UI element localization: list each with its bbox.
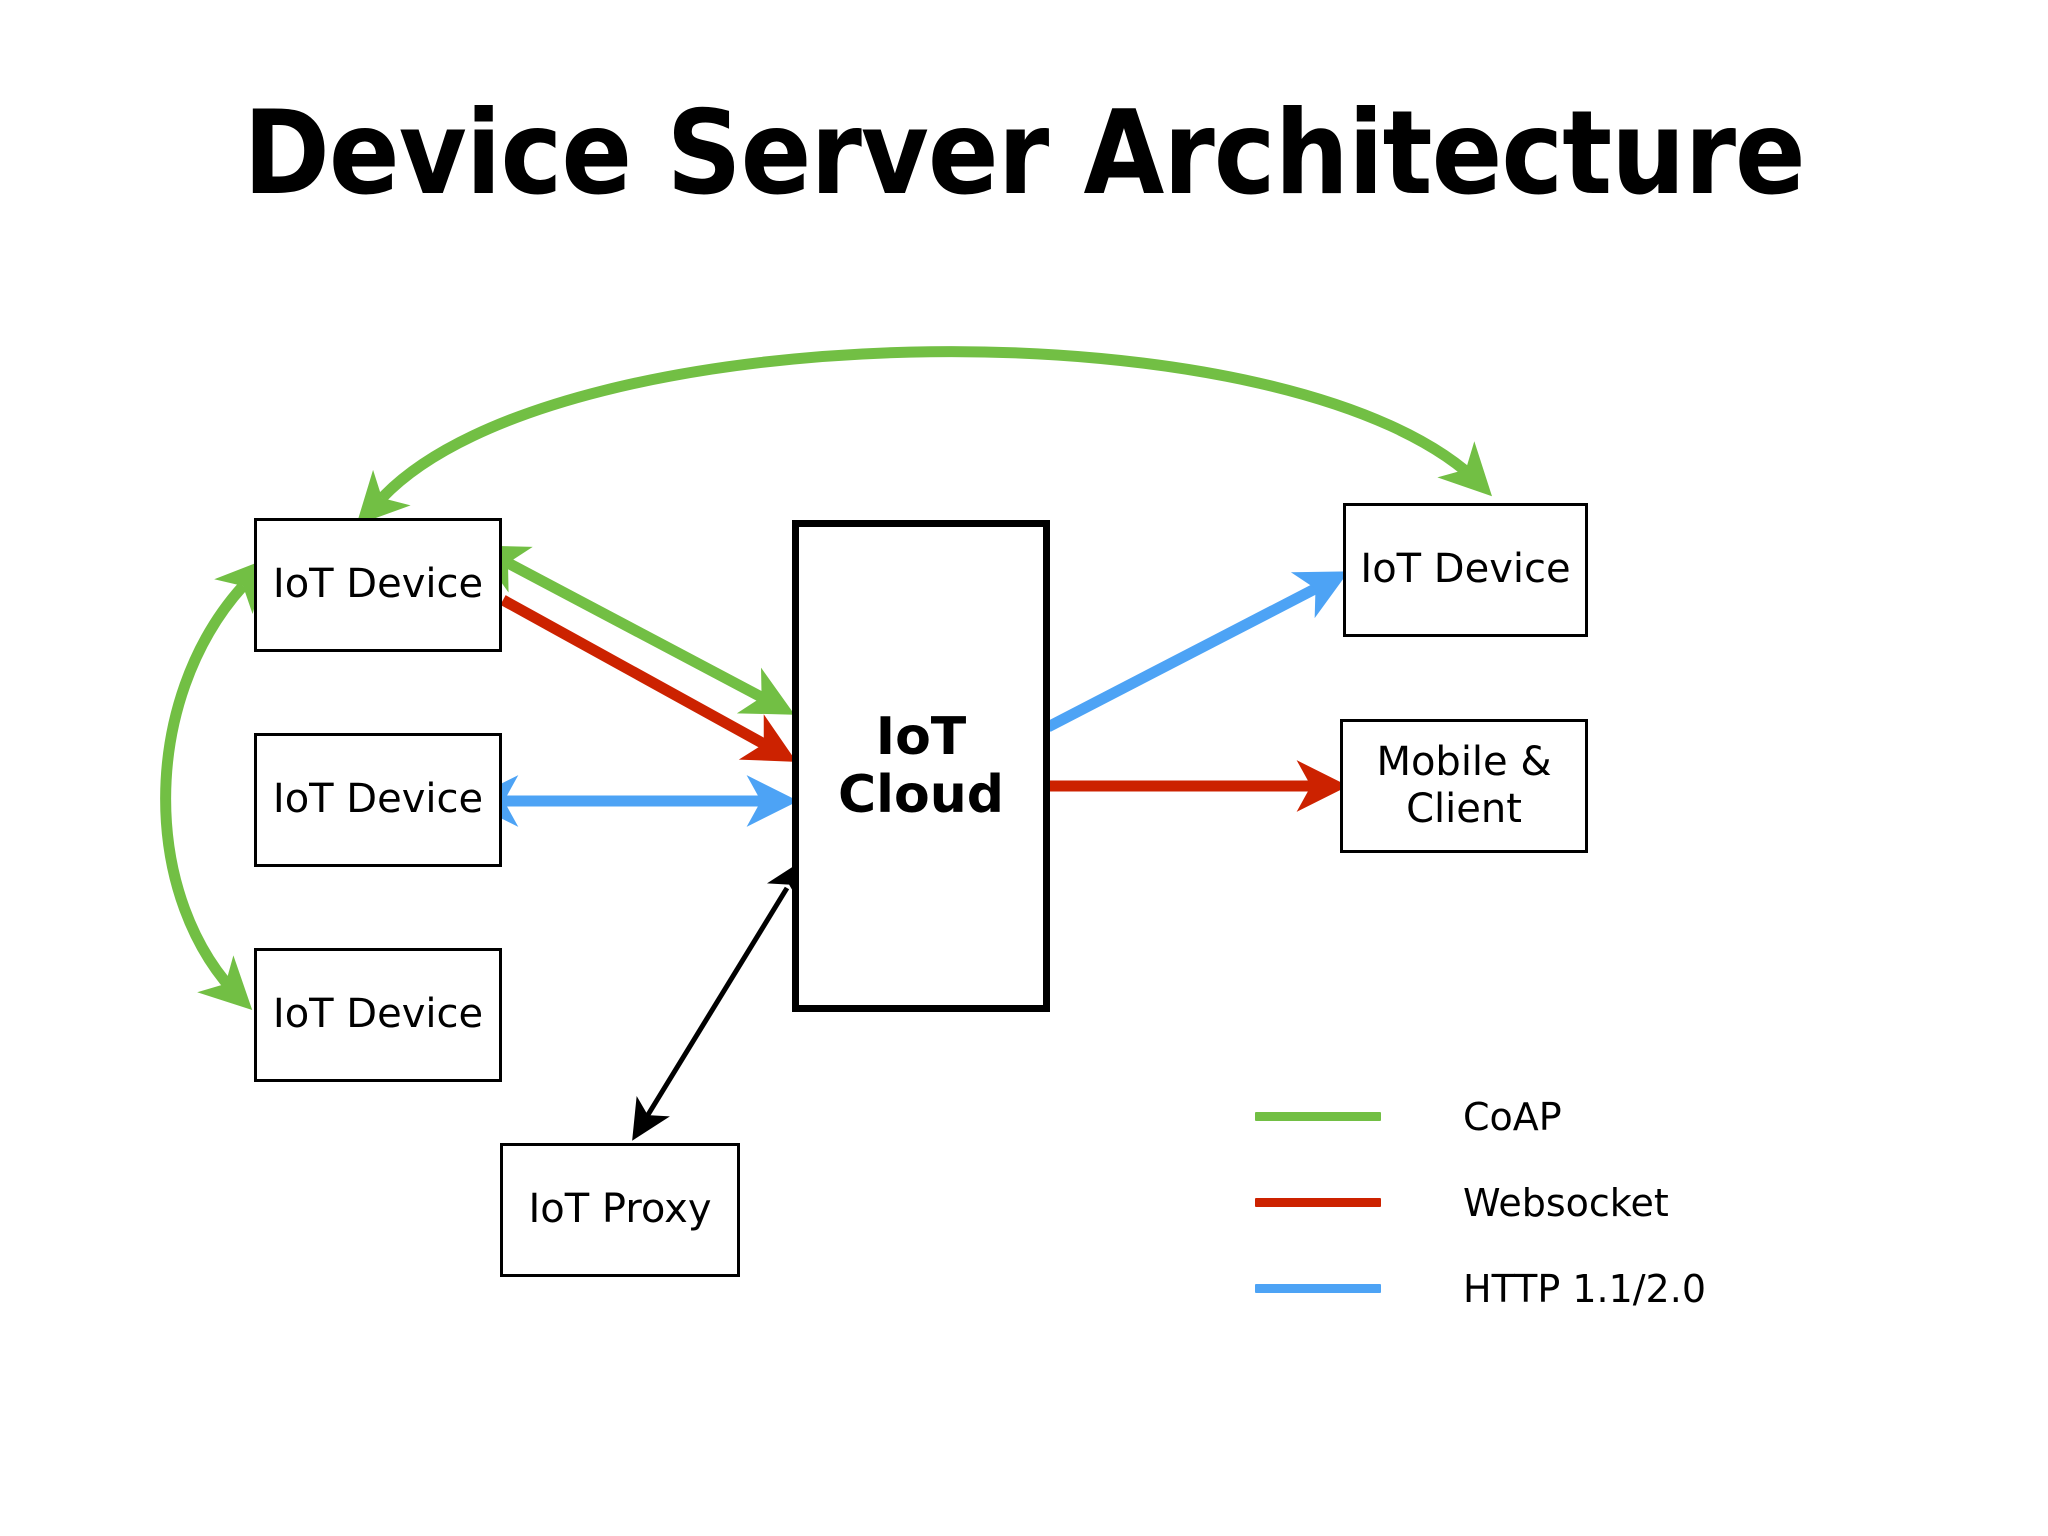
legend-label-coap: CoAP [1463, 1095, 1562, 1139]
node-iot-device-left-bottom[interactable]: IoT Device [254, 948, 502, 1082]
node-label-line-2: Cloud [838, 765, 1004, 825]
node-mobile-client[interactable]: Mobile & Client [1340, 719, 1588, 853]
node-label-line-1: Mobile & [1376, 738, 1552, 785]
node-label-line-2: Client [1406, 786, 1522, 832]
node-label: IoT Cloud [838, 708, 1004, 824]
node-iot-device-right[interactable]: IoT Device [1343, 503, 1588, 637]
node-label: IoT Device [272, 776, 484, 823]
node-label: IoT Device [272, 561, 484, 608]
page-title: Device Server Architecture [243, 86, 1805, 221]
arrow-coap-top-arc [356, 346, 1493, 526]
arrow-websocket-device-cloud [500, 595, 797, 762]
legend-item-websocket: Websocket [1255, 1178, 1815, 1264]
arrow-coap-device-cloud [474, 545, 795, 715]
node-label: Mobile & Client [1376, 739, 1551, 833]
arrow-proxy-cloud [632, 859, 805, 1141]
node-label: IoT Proxy [528, 1186, 712, 1233]
legend-swatch-http [1255, 1284, 1381, 1293]
legend-item-coap: CoAP [1255, 1092, 1815, 1178]
legend-swatch-coap [1255, 1112, 1381, 1121]
node-iot-proxy[interactable]: IoT Proxy [500, 1143, 740, 1277]
node-label-line-1: IoT [875, 706, 967, 767]
node-iot-device-left-top[interactable]: IoT Device [254, 518, 502, 652]
legend: CoAP Websocket HTTP 1.1/2.0 [1255, 1092, 1815, 1350]
node-iot-cloud[interactable]: IoT Cloud [792, 520, 1050, 1012]
legend-item-http: HTTP 1.1/2.0 [1255, 1264, 1815, 1350]
arrow-http-cloud-device-right [1045, 571, 1349, 732]
legend-label-http: HTTP 1.1/2.0 [1463, 1267, 1706, 1311]
legend-label-websocket: Websocket [1463, 1181, 1669, 1225]
node-label: IoT Device [272, 991, 484, 1038]
node-label: IoT Device [1360, 546, 1571, 593]
node-iot-device-left-mid[interactable]: IoT Device [254, 733, 502, 867]
arrow-coap-left-arc [160, 558, 269, 1011]
legend-swatch-websocket [1255, 1198, 1381, 1207]
